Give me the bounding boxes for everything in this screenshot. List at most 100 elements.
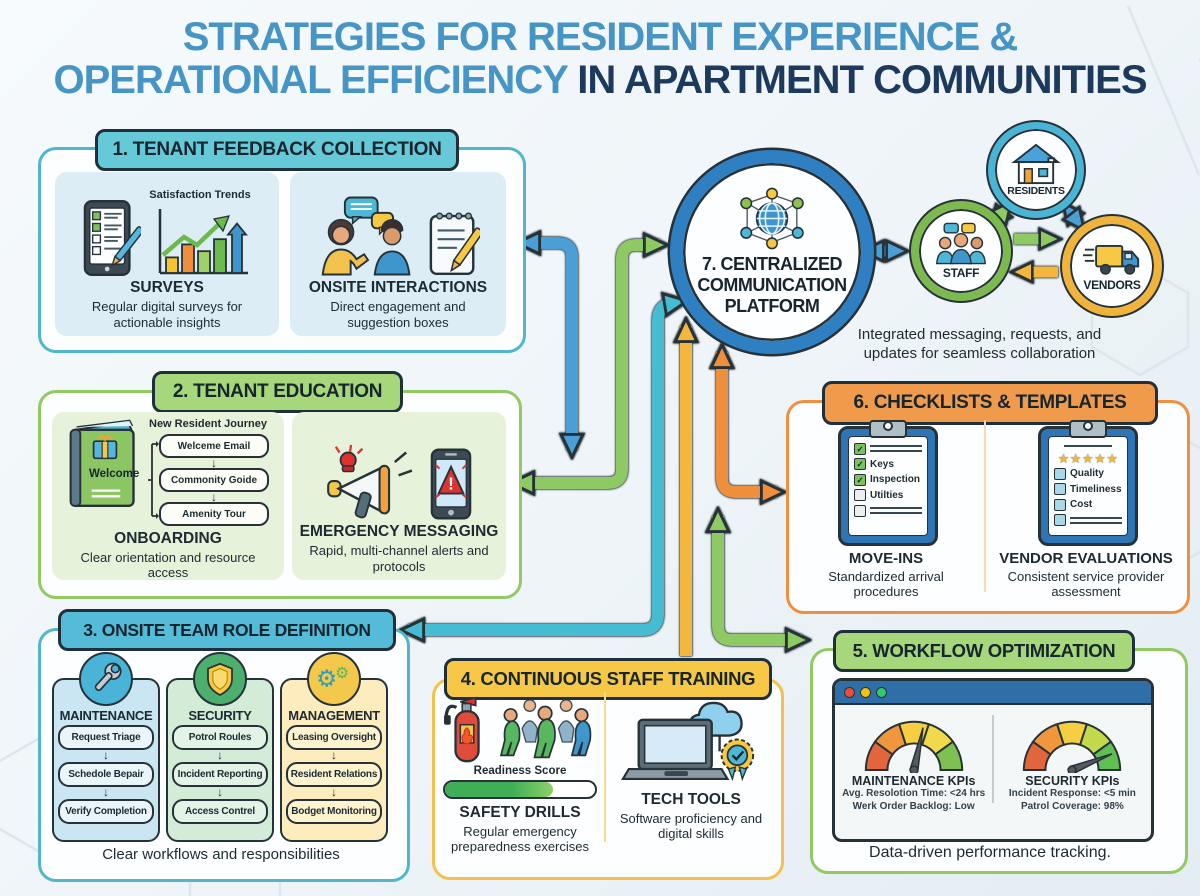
safety-drills-desc: Regular emergency preparedness exercises [450,824,590,855]
readiness-bar [443,780,597,799]
surveys-card: Satisfaction Trends SURVEYS Regular digi… [55,172,279,336]
gears-icon: ⚙ ⚙ [307,652,361,706]
staff-team-icon [933,222,989,266]
training-divider [604,692,606,842]
onboarding-title: ONBOARDING [114,530,222,547]
checklists-divider [984,420,986,592]
security-title: SECURITY [188,708,252,723]
team-roles-footer: Clear workflows and responsibilities [102,846,340,863]
residents-label: RESIDENTS [1007,185,1065,197]
house-icon [1010,143,1062,185]
security-step-3: Access Contrel [172,799,268,824]
vendor-evaluations-block: VENDOR EVALUATIONS Consistent service pr… [996,548,1176,600]
safety-drills-title: SAFETY DRILLS [459,804,581,821]
onboarding-card: Welcome New Resident Journey Welceme Ema… [52,412,284,580]
security-kpi-metric-1: Incident Response: <5 min [1008,788,1136,799]
maintenance-kpi-block: MAINTENANCE KPIs Avg. Resolotion Time: <… [835,705,992,813]
emergency-title: EMERGENCY MESSAGING [299,523,499,541]
moveins-clipboard: ✓ ✓Keys ✓Inspection Utilties [838,420,938,546]
wrench-icon [79,652,133,706]
empty-checkbox-icon [854,489,866,501]
maintenance-kpi-metric-2: Werk Order Backlog: Low [852,800,975,812]
security-kpi-block: SECURITY KPIs Incident Response: <5 min … [994,705,1151,813]
down-arrow-icon: ↓ [217,785,223,799]
tenant-education-header: 2. TENANT EDUCATION [152,371,403,413]
vendors-node: VENDORS [1062,216,1162,316]
window-minimize-dot[interactable] [860,686,871,698]
moveins-block: MOVE-INS Standardized arrival procedures [800,548,972,600]
maintenance-step-1: Request Triage [58,725,154,750]
down-arrow-icon: ↓ [103,785,109,799]
platform-title-line2: COMMUNICATION [697,275,847,296]
vendor-item-quality: Quality [1070,468,1104,479]
staff-node: STAFF [911,201,1011,301]
tech-tools-title: TECH TOOLS [641,791,741,808]
megaphone-alert-icon [326,443,416,521]
security-gauge [1013,711,1131,773]
workflow-footer: Data-driven performance tracking. [869,844,1111,861]
journey-bracket [148,441,159,519]
journey-title: New Resident Journey [149,418,267,430]
window-maximize-dot[interactable] [876,686,887,698]
moveins-item-keys: Keys [870,458,894,470]
security-step-2: Incident Reporting [172,762,268,787]
management-step-3: Bodget Monitoring [286,799,382,824]
shield-icon [193,652,247,706]
moveins-item-inspection: Inspection [870,474,921,485]
safety-drills-block: Readiness Score SAFETY DRILLS Regular em… [440,694,600,855]
clipboard-clip-icon [869,420,907,438]
security-kpi-metric-2: Patrol Coverage: 98% [1020,800,1124,812]
down-arrow-icon: ↓ [103,748,109,762]
management-title: MANAGEMENT [288,708,380,723]
workflow-header: 5. WORKFLOW OPTIMIZATION [833,630,1135,672]
onboarding-desc: Clear orientation and resource access [80,550,256,581]
clipboard-clip-icon [1069,420,1107,438]
moveins-desc: Standardized arrival procedures [828,569,944,600]
rating-checkbox-icon [1054,498,1066,511]
empty-checkbox-icon [854,504,866,517]
management-step-2: Resident Relations [286,762,382,787]
tenant-feedback-header: 1. TENANT FEEDBACK COLLECTION [95,129,459,171]
staff-label: STAFF [942,266,980,280]
team-roles-header: 3. ONSITE TEAM ROLE DEFINITION [58,609,396,651]
window-close-dot[interactable] [844,686,855,698]
down-arrow-icon: ↓ [211,490,217,504]
browser-titlebar [835,681,1151,705]
maintenance-kpi-metric-1: Avg. Resolotion Time: <24 hrs [842,788,986,799]
checked-checkbox-icon: ✓ [854,458,866,470]
vendor-evaluations-title: VENDOR EVALUATIONS [999,550,1173,567]
fire-extinguisher-icon [443,694,493,765]
tech-tools-block: TECH TOOLS Software proficiency and digi… [610,694,772,842]
delivery-truck-icon [1083,240,1141,278]
onsite-interactions-desc: Direct engagement and suggestion boxes [330,299,466,330]
onsite-interactions-title: ONSITE INTERACTIONS [308,279,488,297]
platform-caption-line1: Integrated messaging, requests, and [857,326,1102,343]
welcome-book-label: Welcome [89,468,140,480]
maintenance-step-2: Schedole Bepair [58,762,154,787]
down-arrow-icon: ↓ [211,456,217,470]
vendors-label: VENDORS [1083,278,1141,292]
rating-checkbox-icon [1054,483,1066,495]
rating-checkbox-icon [1054,514,1066,526]
journey-step-3: Amenity Tour [159,502,269,526]
globe-network-icon [730,187,814,250]
down-arrow-icon: ↓ [217,748,223,762]
security-step-1: Potrol Roules [172,725,268,750]
star-rating: ★★★★★ [1057,450,1119,466]
satisfaction-trends-chart [150,203,250,277]
platform-title-line3: PLATFORM [724,296,820,317]
platform-caption: Integrated messaging, requests, and upda… [812,326,1147,364]
emergency-card: ! EMERGENCY MESSAGING Rapid, multi-chann… [292,412,506,580]
maintenance-kpi-title: MAINTENANCE KPIs [851,774,976,788]
platform-title-line1: 7. CENTRALIZED [701,254,843,274]
down-arrow-icon: ↓ [331,785,337,799]
checked-checkbox-icon: ✓ [854,473,866,486]
gauge-divider [992,715,994,803]
page-title: STRATEGIES FOR RESIDENT EXPERIENCE & OPE… [0,15,1200,102]
vendor-item-cost: Cost [1070,499,1093,510]
readiness-score-label: Readiness Score [473,765,567,777]
checked-checkbox-icon: ✓ [854,442,866,455]
platform-caption-line2: updates for seamless collaboration [863,344,1096,362]
evacuation-runners-icon [497,696,597,765]
maintenance-gauge [855,711,973,773]
